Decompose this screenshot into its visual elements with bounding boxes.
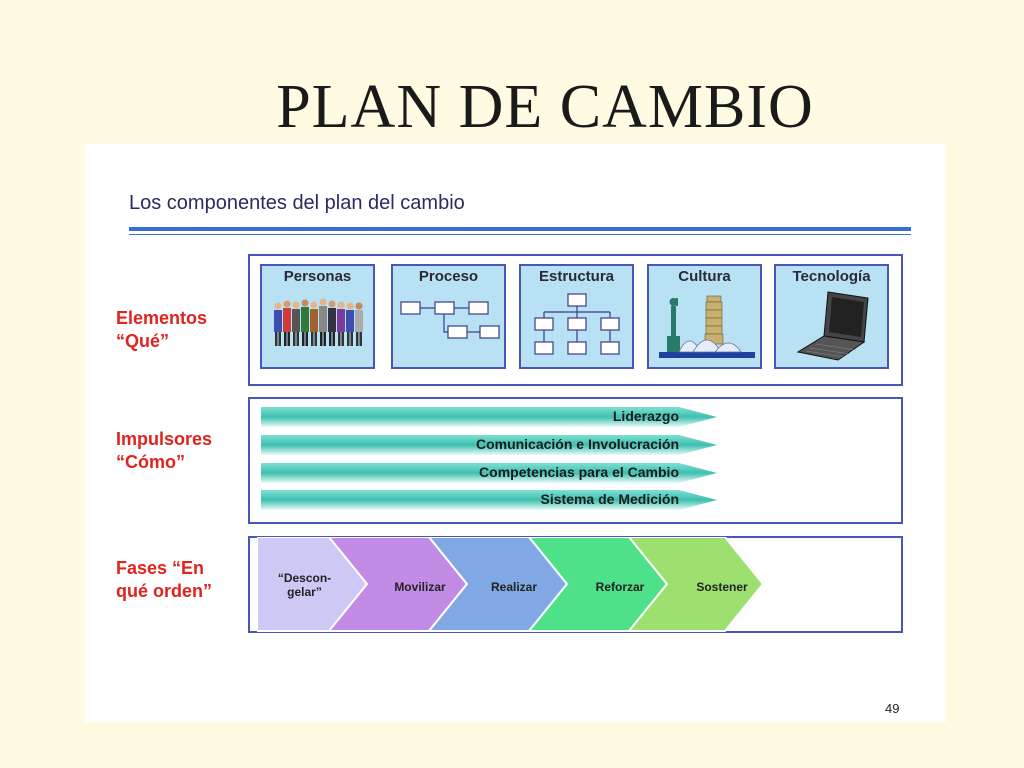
content-panel: Los componentes del plan del cambio Elem… [85,144,946,722]
row-label-line: “Qué” [116,331,170,351]
driver-label: Comunicación e Involucración [475,436,679,452]
card-estructura: Estructura [519,264,634,369]
card-personas: Personas [260,264,375,369]
phase-label-line: gelar” [287,585,322,599]
row-label-impulsores: Impulsores “Cómo” [116,428,212,474]
card-label: Proceso [418,268,479,285]
slide-title: PLAN DE CAMBIO [276,73,814,141]
row-label-elementos: Elementos “Qué” [116,307,207,353]
drivers-arrows [261,407,717,510]
diagram-subtitle: Los componentes del plan del cambio [129,192,465,214]
card-proceso: Proceso [391,264,506,369]
driver-arrow-comunicacion [261,435,717,455]
row-label-line: qué orden” [116,581,213,601]
card-label: Personas [283,268,352,285]
process-flow-icon [400,301,500,339]
driver-arrow-medicion [261,490,717,510]
row-label-line: Impulsores [116,429,213,449]
phase-label-reforzar: Reforzar [595,580,645,594]
card-label: Tecnología [792,268,871,285]
driver-arrow-competencias [261,463,717,483]
page-number: 49 [885,701,900,716]
card-tecnologia: Tecnología [774,264,889,369]
phase-label-sostener: Sostener [696,580,748,594]
card-cultura: Cultura [647,264,762,369]
phase-label-realizar: Realizar [490,580,538,594]
phase-chevron-sostener [626,537,765,632]
phase-label-line: “Descon- [277,571,332,585]
phase-label-movilizar: Movilizar [394,580,446,594]
phase-label-descongelar: “Descon- gelar” [257,571,352,599]
driver-label: Liderazgo [612,408,679,424]
landmarks-icon [659,295,755,358]
phases-chevrons [257,537,765,632]
title-rule [129,227,911,231]
laptop-icon [796,291,869,361]
driver-label: Sistema de Medición [540,491,679,507]
card-label: Estructura [538,268,615,285]
row-label-line: Elementos [116,308,208,328]
title-rule-thin [129,234,911,235]
driver-arrow-liderazgo [261,407,717,427]
people-icon [274,298,363,346]
row-label-fases: Fases “En qué orden” [116,557,212,603]
card-label: Cultura [678,268,731,285]
driver-label: Competencias para el Cambio [479,464,679,480]
org-chart-icon [534,293,620,355]
row-label-line: “Cómo” [116,452,185,472]
row-label-line: Fases “En [116,558,205,578]
